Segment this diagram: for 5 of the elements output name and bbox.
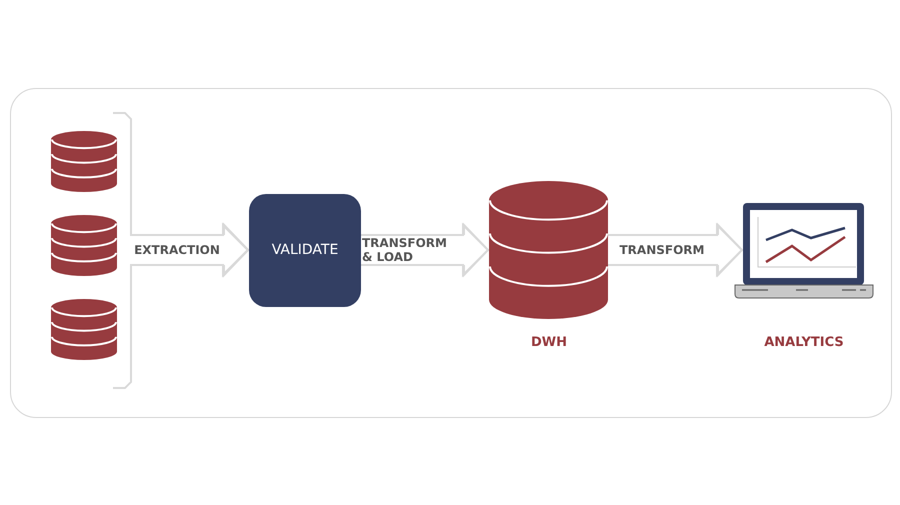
process-box — [249, 194, 361, 307]
panel-background — [10, 88, 892, 418]
node-label: DWH — [530, 335, 568, 350]
box-label: VALIDATE — [270, 242, 340, 258]
node-label: ANALYTICS — [763, 335, 845, 350]
